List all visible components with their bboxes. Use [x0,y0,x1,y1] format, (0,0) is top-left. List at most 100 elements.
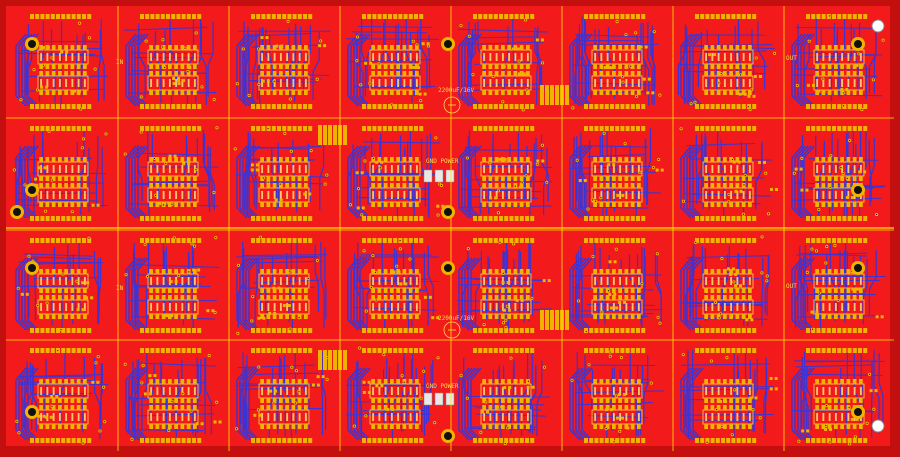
header-top-pad [35,348,40,353]
via-drill [609,351,611,353]
driver-ic-lead [625,413,628,421]
via-drill [843,92,845,94]
driver-ic-pad [827,183,832,188]
driver-ic-pad [285,45,289,50]
driver-ic-pad [304,202,308,207]
header-bottom-pad [863,104,868,109]
driver-ic-pad [494,183,499,188]
bottom-trace [704,132,711,210]
driver-ic-lead [409,53,412,61]
mounting-hole-drill [28,408,36,416]
header-top-pad [45,14,50,19]
header-top-pad [736,348,741,353]
bottom-trace [346,38,439,40]
driver-ic-lead [489,165,492,173]
driver-ic-pad [76,71,81,76]
driver-ic-lead [193,277,196,285]
driver-ic-pad [83,405,87,410]
driver-ic-lead [625,387,628,395]
driver-ic-pad [186,398,191,403]
header-top-pad [811,348,816,353]
driver-ic-pad [501,183,505,188]
bottom-trace [684,350,694,429]
driver-ic-lead [748,413,751,421]
driver-ic-pad [39,288,43,293]
driver-ic-pad [482,379,486,384]
driver-ic-pad [408,202,413,207]
bus-connector-pad [333,350,337,370]
bottom-trace [680,367,692,441]
driver-ic-pad [815,64,819,69]
header-bottom-pad [483,438,488,443]
header-top-pad [816,126,821,131]
bottom-trace [572,145,584,219]
driver-ic-lead [46,387,49,395]
bottom-trace [347,367,359,441]
passive-pad [55,395,59,399]
driver-ic-pad [371,405,375,410]
driver-ic-pad [519,269,524,274]
passive-pad [404,282,408,286]
header-bottom-pad [197,438,202,443]
bottom-trace [569,367,581,441]
via-drill [485,401,487,403]
bottom-trace [128,33,140,107]
driver-ic-lead [58,191,61,199]
header-bottom-pad [166,104,170,109]
driver-ic-lead [286,303,289,311]
mounting-hole-drill [28,40,36,48]
driver-ic-lead [261,413,264,421]
bottom-trace [859,130,867,216]
driver-ic-pad [291,183,296,188]
header-top-pad [419,14,424,19]
driver-ic-lead [717,53,720,61]
passive-pad [851,287,855,291]
header-bottom-pad [277,216,281,221]
driver-ic-lead [156,277,159,285]
header-top-pad [514,14,519,19]
driver-ic-pad [729,314,733,319]
driver-ic-lead [175,53,178,61]
header-top-pad [525,238,529,243]
driver-ic-outline [37,49,89,65]
driver-ic-pad [852,71,857,76]
driver-ic-pad [186,183,191,188]
via-drill [834,244,836,247]
passive-pad [375,384,379,388]
driver-ic-lead [508,413,511,421]
driver-ic-pad [377,405,382,410]
header-bottom-pad [842,438,847,443]
driver-ic-lead [711,165,714,173]
driver-ic-pad [291,176,296,181]
driver-ic-pad [519,314,524,319]
driver-ic-pad [285,405,289,410]
passive-pad [613,292,617,296]
driver-ic-pad [83,314,87,319]
header-top-pad [56,14,60,19]
passive-pad [489,196,493,200]
driver-ic-pad [710,202,715,207]
header-top-pad [852,348,857,353]
header-top-pad [747,348,751,353]
driver-ic-pad [149,424,153,429]
bottom-trace [753,368,756,432]
driver-ic-lead [156,303,159,311]
driver-ic-pad [83,71,87,76]
header-top-pad [30,238,34,243]
header-top-pad [832,348,836,353]
driver-ic-pad [260,183,264,188]
header-bottom-pad [488,438,493,443]
bottom-trace [689,145,701,219]
header-bottom-pad [251,104,255,109]
driver-ic-lead [292,79,295,87]
driver-ic-pad [70,269,75,274]
driver-ic-pad [285,424,289,429]
header-top-pad [826,238,831,243]
via-drill [46,302,48,304]
driver-ic-outline [147,161,199,177]
driver-ic-pad [58,379,62,384]
power-connector-pad [445,392,455,406]
driver-ic-lead [279,387,282,395]
driver-ic-pad [612,71,616,76]
driver-ic-pad [599,405,604,410]
